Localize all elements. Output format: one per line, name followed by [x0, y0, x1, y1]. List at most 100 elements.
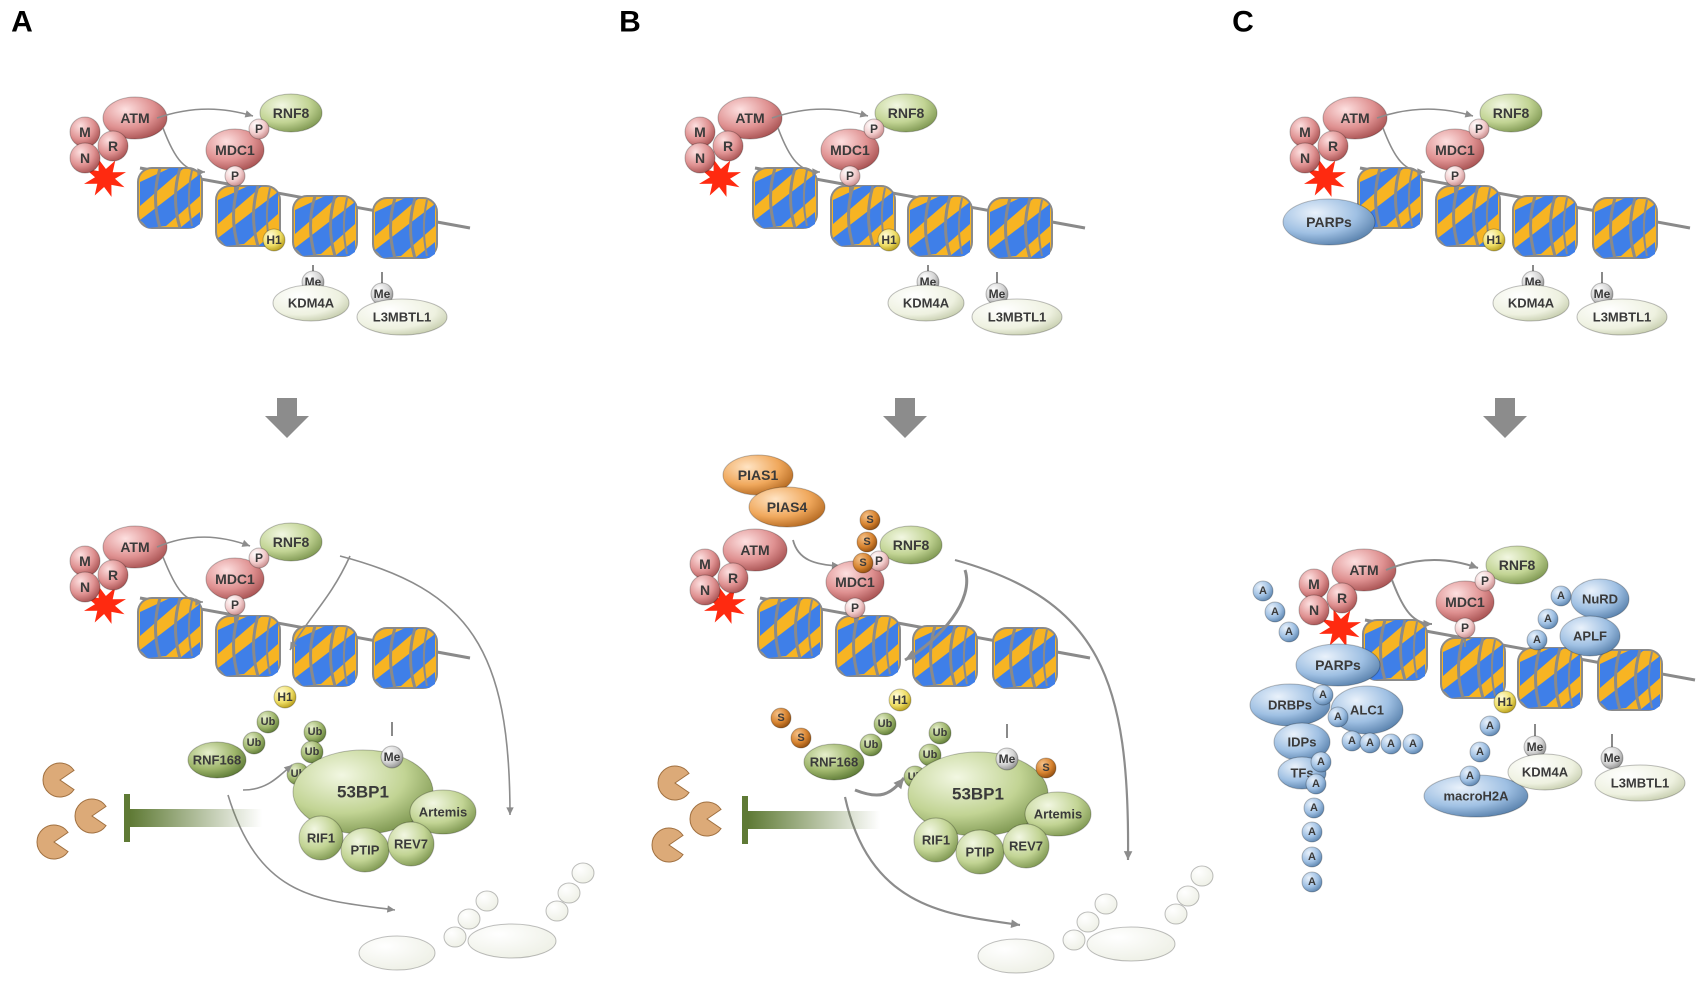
panel-a-bottom-53bp1-label: 53BP1	[337, 783, 389, 802]
panel-c-bottom-l3mbtl1-label: L3MBTL1	[1611, 776, 1670, 791]
panel-c-adp-ribose-15-label: A	[1308, 876, 1316, 888]
panel-a-bottom-rif1: RIF1	[298, 815, 344, 861]
panel-c-adp-ribose-2: A	[1264, 601, 1286, 623]
panel-c-top-mdc1-phospho-label: P	[1451, 169, 1459, 183]
panel-b-protease-1	[657, 765, 690, 801]
panel-c-top-mdc1-label: MDC1	[1435, 142, 1475, 158]
panel-b-bottom-ub-4-label: Ub	[923, 749, 938, 761]
panel-b-sumo-1-label: S	[866, 514, 873, 526]
panel-b-ub-faded-5	[1176, 885, 1200, 907]
panel-b-pias1-label: PIAS1	[738, 467, 779, 483]
panel-b-bottom-h1: H1	[888, 688, 912, 712]
panel-a-top-r: R	[97, 130, 129, 162]
panel-a-top-mdc1-phospho-label: P	[231, 169, 239, 183]
panel-a-bottom-rev7-label: REV7	[394, 837, 428, 852]
panel-b-bottom-ub-4: Ub	[918, 743, 942, 767]
panel-a-bottom-ub-1: Ub	[256, 710, 280, 734]
panel-c-macroh2a-label: macroH2A	[1443, 789, 1509, 804]
panel-c-adp-ribose-10-label: A	[1317, 756, 1325, 768]
panel-b-bottom-n: N	[689, 574, 721, 606]
panel-b-top-l3mbtl1-label: L3MBTL1	[988, 310, 1047, 325]
panel-b-bottom-me-label: Me	[999, 752, 1016, 766]
panel-a-bottom-n: N	[69, 571, 101, 603]
panel-b-top-l3mbtl1: L3MBTL1	[971, 298, 1063, 336]
panel-b-bottom-ub-2: Ub	[859, 733, 883, 757]
panel-b-bottom-r-label: R	[728, 570, 738, 586]
panel-a-top-rnf8-phospho: P	[248, 118, 270, 140]
panel-b-top-me-2-label: Me	[989, 287, 1006, 301]
panel-b-bottom-atm-label: ATM	[740, 542, 769, 558]
panel-b-ub-faded-4	[1164, 903, 1188, 925]
panel-a-top-arrow-atm-rnf8	[156, 108, 254, 119]
panel-b-sumo-2: S	[856, 531, 878, 553]
panel-c-bottom-parps: PARPs	[1295, 643, 1381, 687]
panel-label-c: C	[1232, 6, 1254, 39]
panel-c-bottom-rnf8-phospho-label: P	[1481, 574, 1489, 588]
panel-a-bottom-arrow-atm-rnf8	[156, 536, 251, 548]
panel-a-bottom-ub-1-label: Ub	[261, 716, 276, 728]
panel-b-rnf168-sumo-1-label: S	[777, 712, 784, 724]
panel-b-top-n: N	[684, 142, 716, 174]
panel-c-top-r: R	[1317, 130, 1349, 162]
panel-b-ub-faded-1	[1062, 929, 1086, 951]
panel-b-bottom-rnf168: RNF168	[803, 743, 865, 781]
panel-c-top-r-label: R	[1328, 138, 1338, 154]
panel-b-top-nucleosome-1	[752, 167, 818, 229]
panel-a-bottom-artemis-label: Artemis	[419, 805, 467, 820]
panel-a-bottom-53bp1: 53BP1	[292, 749, 434, 835]
panel-c-adp-ribose-15: A	[1301, 871, 1323, 893]
panel-c-bottom-atm: ATM	[1331, 548, 1397, 592]
panel-a-bottom-n-label: N	[80, 579, 90, 595]
panel-c-bottom-h1-label: H1	[1497, 695, 1513, 709]
panel-c-top-h1: H1	[1482, 228, 1506, 252]
panel-c-alc1-label: ALC1	[1350, 703, 1384, 718]
panel-a-top-h1: H1	[262, 228, 286, 252]
panel-a-transition-arrow	[265, 398, 309, 438]
panel-c-top-nucleosome-3	[1512, 195, 1578, 257]
panel-c-adp-ribose-8: A	[1380, 733, 1402, 755]
panel-a-ub-faded-4	[545, 900, 569, 922]
panel-b-ub-faded-3	[1094, 893, 1118, 915]
panel-c-adp-ribose-10: A	[1310, 751, 1332, 773]
panel-a-top-n: N	[69, 142, 101, 174]
panel-c-bottom-parps-label: PARPs	[1315, 657, 1361, 673]
panel-c-bottom-n-label: N	[1309, 602, 1319, 618]
panel-c-bottom-m: M	[1298, 568, 1330, 600]
panel-c-bottom-r-label: R	[1337, 590, 1347, 606]
panel-a-bottom-atm: ATM	[102, 525, 168, 569]
panel-a-bottom-me: Me	[380, 745, 404, 769]
panel-a-top-mdc1: MDC1	[205, 128, 265, 172]
panel-b-pias4: PIAS4	[748, 486, 826, 528]
panel-a-l3mbtl1-faded	[467, 923, 557, 959]
panel-b-bottom-arrow-rnf168-kdm4a	[843, 796, 1021, 928]
panel-c-top-kdm4a-label: KDM4A	[1508, 296, 1555, 311]
panel-b-top-rnf8-phospho-label: P	[870, 122, 878, 136]
panel-c-top-n-label: N	[1300, 150, 1310, 166]
panel-c-aplf-label: APLF	[1573, 629, 1607, 644]
panel-c-nurd: NuRD	[1570, 578, 1630, 620]
panel-b-top-kdm4a-label: KDM4A	[903, 296, 950, 311]
panel-b-top-h1-label: H1	[881, 233, 897, 247]
panel-c-bottom-n: N	[1298, 594, 1330, 626]
panel-c-bottom-rnf8-phospho: P	[1474, 570, 1496, 592]
panel-a-top-kdm4a-label: KDM4A	[288, 296, 335, 311]
panel-b-sumo-2-label: S	[863, 536, 870, 548]
panel-c-adp-ribose-21-label: A	[1466, 770, 1474, 782]
panel-a-bottom-ub-3: Ub	[303, 720, 327, 744]
panel-a-inhibition-bar	[124, 794, 262, 842]
panel-c-bottom-mdc1: MDC1	[1435, 580, 1495, 624]
panel-b-bottom-dsb-break	[704, 586, 746, 624]
panel-c-top-kdm4a: KDM4A	[1492, 284, 1570, 322]
panel-a-bottom-mdc1: MDC1	[205, 557, 265, 601]
panel-a-ub-faded-1	[443, 926, 467, 948]
panel-a-bottom-rnf8-label: RNF8	[273, 534, 310, 550]
panel-c-macroh2a: macroH2A	[1423, 774, 1529, 818]
panel-c-adp-ribose-9-label: A	[1409, 738, 1417, 750]
panel-a-bottom-atm-label: ATM	[120, 539, 149, 555]
panel-a-bottom-arrow-rnf8-l3mbtl1	[339, 555, 514, 816]
panel-a-top-rnf8-label: RNF8	[273, 105, 310, 121]
panel-b-rnf168-sumo-2: S	[790, 727, 812, 749]
panel-c-adp-ribose-4: A	[1312, 684, 1334, 706]
panel-c-adp-ribose-14: A	[1301, 846, 1323, 868]
panel-b-top-mdc1-phospho-label: P	[846, 169, 854, 183]
